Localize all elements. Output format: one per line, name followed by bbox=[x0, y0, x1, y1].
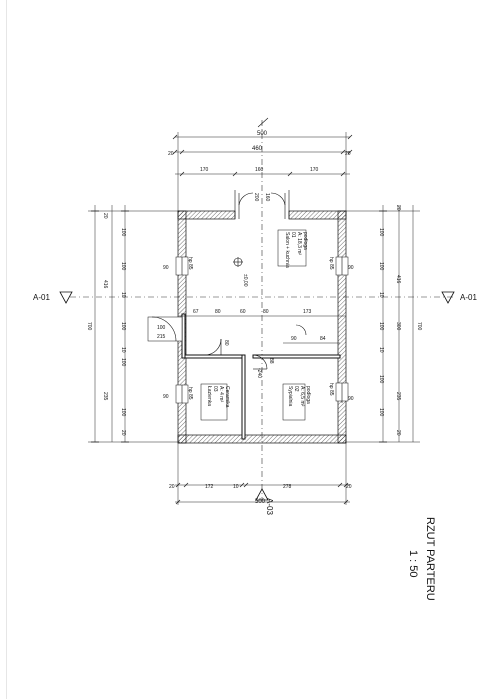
title-block: RZUT PARTERU 1 : 50 bbox=[407, 517, 436, 601]
label-hp-3: hp 85 bbox=[187, 387, 193, 400]
dim-int-m2: 100 bbox=[157, 325, 166, 331]
dim-bot-r1-4: 20 bbox=[346, 484, 352, 490]
dim-int-a0: 67 bbox=[193, 309, 199, 315]
dim-int-m0: 160 bbox=[264, 193, 270, 202]
right-dimensions: 20 100 100 10 100 10 100 235 100 20 416 … bbox=[345, 205, 422, 443]
dim-right-m2: 700 bbox=[416, 322, 422, 331]
dim-top-r2-b: 460 bbox=[252, 146, 263, 152]
room-lazienka-name: Łazienka bbox=[206, 386, 212, 406]
section-label-left: A-01 bbox=[33, 293, 50, 302]
section-marker-left bbox=[59, 291, 73, 304]
dim-right-o0: 20 bbox=[395, 205, 401, 211]
room-lazienka-num: 03 bbox=[212, 386, 218, 392]
interior-dimensions: 67 80 60 80 173 90 84 160 200 100 215 80… bbox=[157, 193, 354, 402]
dim-top-r3-a: 170 bbox=[200, 167, 209, 173]
dim-int-m5: 88 bbox=[268, 358, 274, 364]
drawing-title: RZUT PARTERU bbox=[424, 517, 436, 601]
dim-int-a1: 80 bbox=[215, 309, 221, 315]
dim-int-b0: 90 bbox=[291, 336, 297, 342]
dim-left-o2: 100 bbox=[120, 262, 126, 271]
dim-left-o3: 10 bbox=[120, 292, 126, 298]
dim-right-m0: 416 bbox=[395, 275, 401, 284]
building-walls bbox=[147, 190, 349, 444]
left-dimensions: 20 100 100 10 100 10 100 235 100 20 416 … bbox=[86, 205, 180, 443]
room-salon-floor: podłoga bbox=[302, 232, 308, 250]
section-label-right: A-01 bbox=[460, 293, 477, 302]
sheet-edge bbox=[6, 0, 7, 699]
dim-right-o4: 100 bbox=[378, 322, 384, 331]
dim-int-m1: 200 bbox=[253, 193, 259, 202]
dim-int-m3: 215 bbox=[157, 334, 166, 340]
dim-right-o5: 10 bbox=[378, 347, 384, 353]
section-marker-right bbox=[441, 291, 455, 304]
drawing-scale: 1 : 50 bbox=[407, 550, 419, 578]
dim-int-m6: -240 bbox=[256, 368, 262, 378]
dim-left-o8: 100 bbox=[120, 408, 126, 417]
dim-right-o3: 10 bbox=[378, 292, 384, 298]
dim-right-o9: 20 bbox=[395, 430, 401, 436]
dim-left-o9: 20 bbox=[120, 430, 126, 436]
dim-left-m1: 700 bbox=[86, 322, 92, 331]
dim-int-m8: 90 bbox=[348, 265, 354, 271]
dim-bot-r1-2: 10 bbox=[233, 484, 239, 490]
dim-bot-r1-3: 278 bbox=[283, 484, 292, 490]
room-lazienka-area: A: 4 m² bbox=[218, 386, 224, 402]
room-salon-area: A: 18,3 m² bbox=[296, 232, 302, 255]
dim-top-r2-a: 20 bbox=[168, 151, 174, 157]
room-sypialnia-name: Sypialnia bbox=[287, 386, 293, 407]
label-hp-1: hp 85 bbox=[187, 257, 193, 270]
bottom-dimensions: 20 172 10 278 20 500 bbox=[169, 443, 352, 505]
dim-left-m0: 416 bbox=[102, 280, 108, 289]
dim-bot-r1-0: 20 bbox=[169, 484, 175, 490]
label-hp-2: hp 85 bbox=[328, 257, 334, 270]
room-sypialnia-num: 02 bbox=[293, 386, 299, 392]
dim-bot-r1-1: 172 bbox=[205, 484, 214, 490]
dim-top-overall: 500 bbox=[257, 131, 268, 137]
dim-int-a3: 80 bbox=[263, 309, 269, 315]
section-label-bottom: A-03 bbox=[265, 498, 274, 515]
section-axes: A-01 A-01 A-03 bbox=[33, 117, 477, 515]
dim-right-o8: 100 bbox=[378, 408, 384, 417]
dim-right-o2: 100 bbox=[378, 262, 384, 271]
label-hp-4: hp 85 bbox=[328, 383, 334, 396]
dim-top-r3-c: 170 bbox=[310, 167, 319, 173]
misc-labels: ±0,00 hp 85 hp 85 hp 85 hp 85 bbox=[187, 257, 334, 400]
room-sypialnia-floor: podłoga bbox=[305, 386, 311, 404]
top-dimensions: 500 20 460 20 170 160 170 bbox=[168, 131, 353, 214]
dim-right-o1: 100 bbox=[378, 228, 384, 237]
dim-right-o7: 235 bbox=[395, 392, 401, 401]
room-sypialnia: Sypialnia 02 A: 6,5 m² podłoga bbox=[282, 383, 311, 421]
dim-left-o5: 10 bbox=[120, 347, 126, 353]
dim-left-o7: 235 bbox=[102, 392, 108, 401]
dim-left-o1: 100 bbox=[120, 228, 126, 237]
room-lazienka-floor: Ceramika bbox=[224, 386, 230, 408]
dim-top-r2-c: 20 bbox=[345, 151, 351, 157]
room-salon-name: Salon + kuchnia bbox=[284, 232, 290, 268]
dim-left-o4: 100 bbox=[120, 322, 126, 331]
level-mark: ±0,00 bbox=[242, 274, 248, 287]
section-marker-bottom bbox=[255, 488, 269, 501]
dim-int-b1: 84 bbox=[320, 336, 326, 342]
dim-right-o6: 100 bbox=[378, 375, 384, 384]
dim-top-r3-b: 160 bbox=[255, 167, 264, 173]
dim-int-a4: 173 bbox=[303, 309, 312, 315]
dim-right-m1: 300 bbox=[395, 322, 401, 331]
dim-int-m4: 80 bbox=[223, 340, 229, 346]
dim-int-a2: 60 bbox=[240, 309, 246, 315]
dim-left-o6: 100 bbox=[120, 358, 126, 367]
room-lazienka: Łazienka 03 A: 4 m² Ceramika bbox=[200, 383, 230, 421]
room-sypialnia-area: A: 6,5 m² bbox=[299, 386, 305, 407]
room-salon-num: 01 bbox=[290, 232, 296, 238]
dim-int-m7: 90 bbox=[163, 265, 169, 271]
dim-bot-overall: 500 bbox=[255, 499, 266, 505]
dim-int-m9: 90 bbox=[163, 394, 169, 400]
dim-int-m10: 90 bbox=[348, 396, 354, 402]
room-salon: Salon + kuchnia 01 A: 18,3 m² podłoga bbox=[277, 229, 308, 268]
dim-left-o0: 20 bbox=[102, 213, 108, 219]
